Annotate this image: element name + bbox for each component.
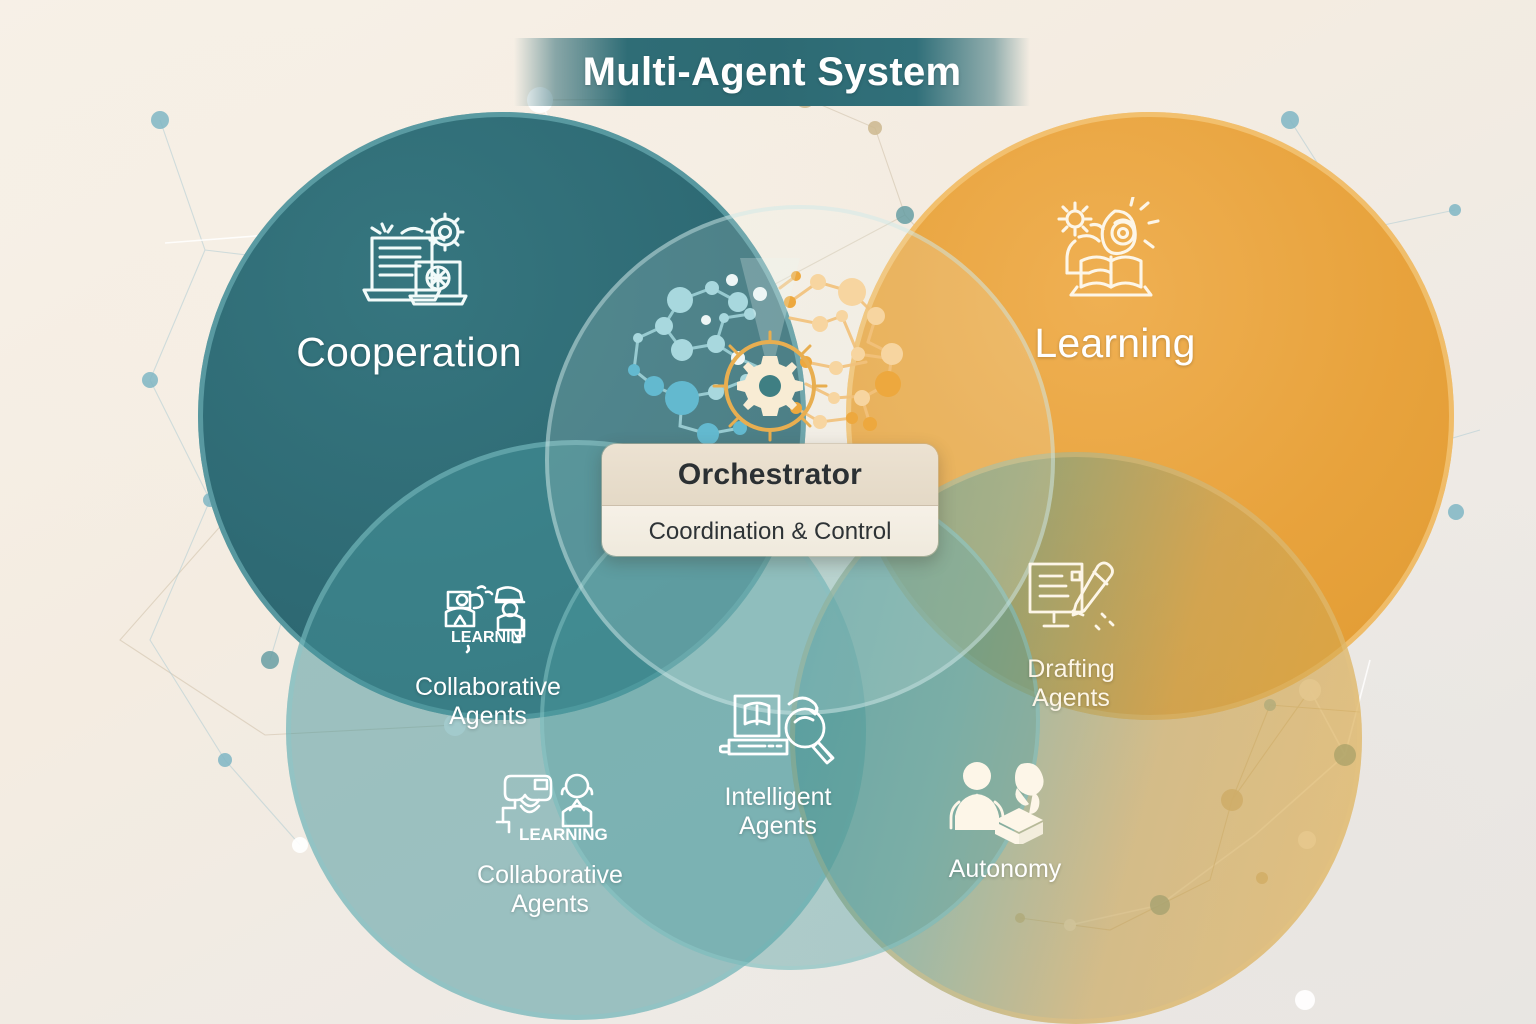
laptop-gear-icon [342, 206, 476, 323]
icon-text-learning: LEARNING [519, 825, 608, 844]
label-collaborative-agents-upper[interactable]: LEARNIN Collaborative Agents [372, 580, 604, 730]
neural-network-gear-icon [628, 258, 903, 445]
label-autonomy-text: Autonomy [948, 855, 1062, 883]
document-pen-icon [1016, 556, 1126, 649]
label-cooperation[interactable]: Cooperation [275, 206, 543, 376]
label-autonomy[interactable]: Autonomy [890, 758, 1120, 884]
label-drafting-agents[interactable]: Drafting Agents [965, 556, 1177, 712]
diagram-title-banner: Multi-Agent System [514, 38, 1030, 106]
icon-text-learning-partial: LEARNIN [451, 629, 522, 646]
orchestrator-card-header: Orchestrator [602, 444, 938, 506]
label-learning-text: Learning [1034, 320, 1196, 366]
page-title: Multi-Agent System [582, 49, 962, 94]
vr-person-learning-icon: LEARNING [489, 768, 611, 855]
label-learning[interactable]: Learning [984, 195, 1246, 367]
label-collaborative-agents-lower[interactable]: LEARNING Collaborative Agents [433, 768, 667, 918]
orchestrator-card-subheader: Coordination & Control [602, 506, 938, 556]
label-drafting-agents-text: Drafting Agents [1027, 655, 1115, 712]
orchestrator-title: Orchestrator [677, 457, 863, 491]
orchestrator-subtitle: Coordination & Control [648, 517, 892, 545]
label-collaborative-agents-lower-text: Collaborative Agents [477, 861, 623, 918]
two-people-learning-icon: LEARNIN [432, 580, 544, 667]
label-collaborative-agents-upper-text: Collaborative Agents [415, 673, 561, 730]
label-cooperation-text: Cooperation [296, 329, 522, 375]
computer-magnifier-icon [718, 688, 837, 777]
orchestrator-card[interactable]: Orchestrator Coordination & Control [601, 443, 939, 557]
label-intelligent-agents-text: Intelligent Agents [724, 783, 832, 840]
two-person-silhouette-icon [945, 758, 1065, 849]
person-reading-lightbulb-icon [1045, 195, 1185, 314]
label-intelligent-agents[interactable]: Intelligent Agents [668, 688, 888, 840]
